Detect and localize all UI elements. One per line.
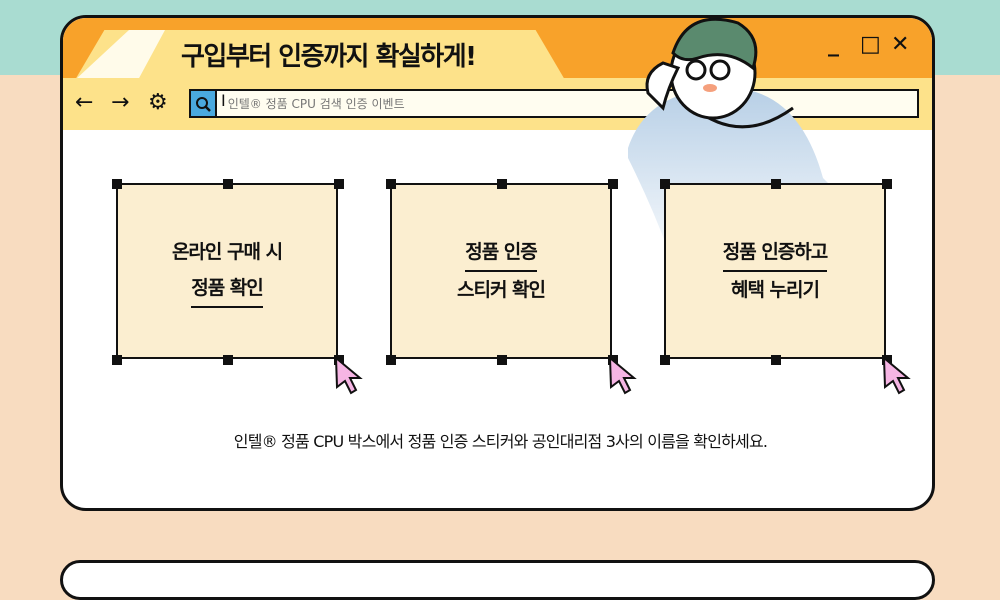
- resize-handle[interactable]: [660, 355, 670, 365]
- resize-handle[interactable]: [112, 355, 122, 365]
- card-line1: 온라인 구매 시: [171, 241, 283, 263]
- step-card-sticker-check[interactable]: 정품 인증 스티커 확인: [390, 183, 612, 359]
- card-line1: 정품 인증하고: [722, 234, 828, 272]
- search-button[interactable]: [191, 91, 217, 116]
- resize-handle[interactable]: [660, 179, 670, 189]
- card-line2: 스티커 확인: [456, 279, 546, 301]
- settings-gear-icon[interactable]: ⚙: [148, 90, 168, 115]
- card-line2: 혜택 누리기: [730, 279, 820, 301]
- search-input[interactable]: [225, 91, 917, 116]
- forward-button[interactable]: →: [111, 90, 130, 115]
- step-card-online-purchase[interactable]: 온라인 구매 시 정품 확인: [116, 183, 338, 359]
- resize-handle[interactable]: [223, 179, 233, 189]
- resize-handle[interactable]: [223, 355, 233, 365]
- next-window-edge: [60, 560, 935, 600]
- resize-handle[interactable]: [497, 179, 507, 189]
- maximize-button[interactable]: □: [860, 32, 881, 57]
- resize-handle[interactable]: [386, 355, 396, 365]
- caption-text: 인텔® 정품 CPU 박스에서 정품 인증 스티커와 공인대리점 3사의 이름을…: [233, 432, 768, 451]
- search-icon: [196, 96, 211, 112]
- text-cursor-icon: I: [221, 91, 226, 110]
- resize-handle[interactable]: [608, 179, 618, 189]
- back-button[interactable]: ←: [75, 90, 94, 115]
- resize-handle[interactable]: [771, 355, 781, 365]
- pointer-cursor-icon: [608, 356, 637, 395]
- close-button[interactable]: ✕: [891, 32, 910, 57]
- window-title: 구입부터 인증까지 확실하게!: [181, 42, 477, 72]
- resize-handle[interactable]: [882, 179, 892, 189]
- search-bar: I: [189, 89, 919, 118]
- pointer-cursor-icon: [334, 356, 363, 395]
- pointer-cursor-icon: [882, 356, 911, 395]
- resize-handle[interactable]: [497, 355, 507, 365]
- card-line2: 정품 확인: [191, 270, 264, 308]
- resize-handle[interactable]: [112, 179, 122, 189]
- resize-handle[interactable]: [386, 179, 396, 189]
- resize-handle[interactable]: [771, 179, 781, 189]
- browser-window: 구입부터 인증까지 확실하게! ← → ⚙ I _ □ ✕ 온라인 구매 시 정…: [60, 15, 935, 511]
- card-line1: 정품 인증: [465, 234, 538, 272]
- step-card-benefits[interactable]: 정품 인증하고 혜택 누리기: [664, 183, 886, 359]
- minimize-button[interactable]: _: [828, 32, 839, 57]
- resize-handle[interactable]: [334, 179, 344, 189]
